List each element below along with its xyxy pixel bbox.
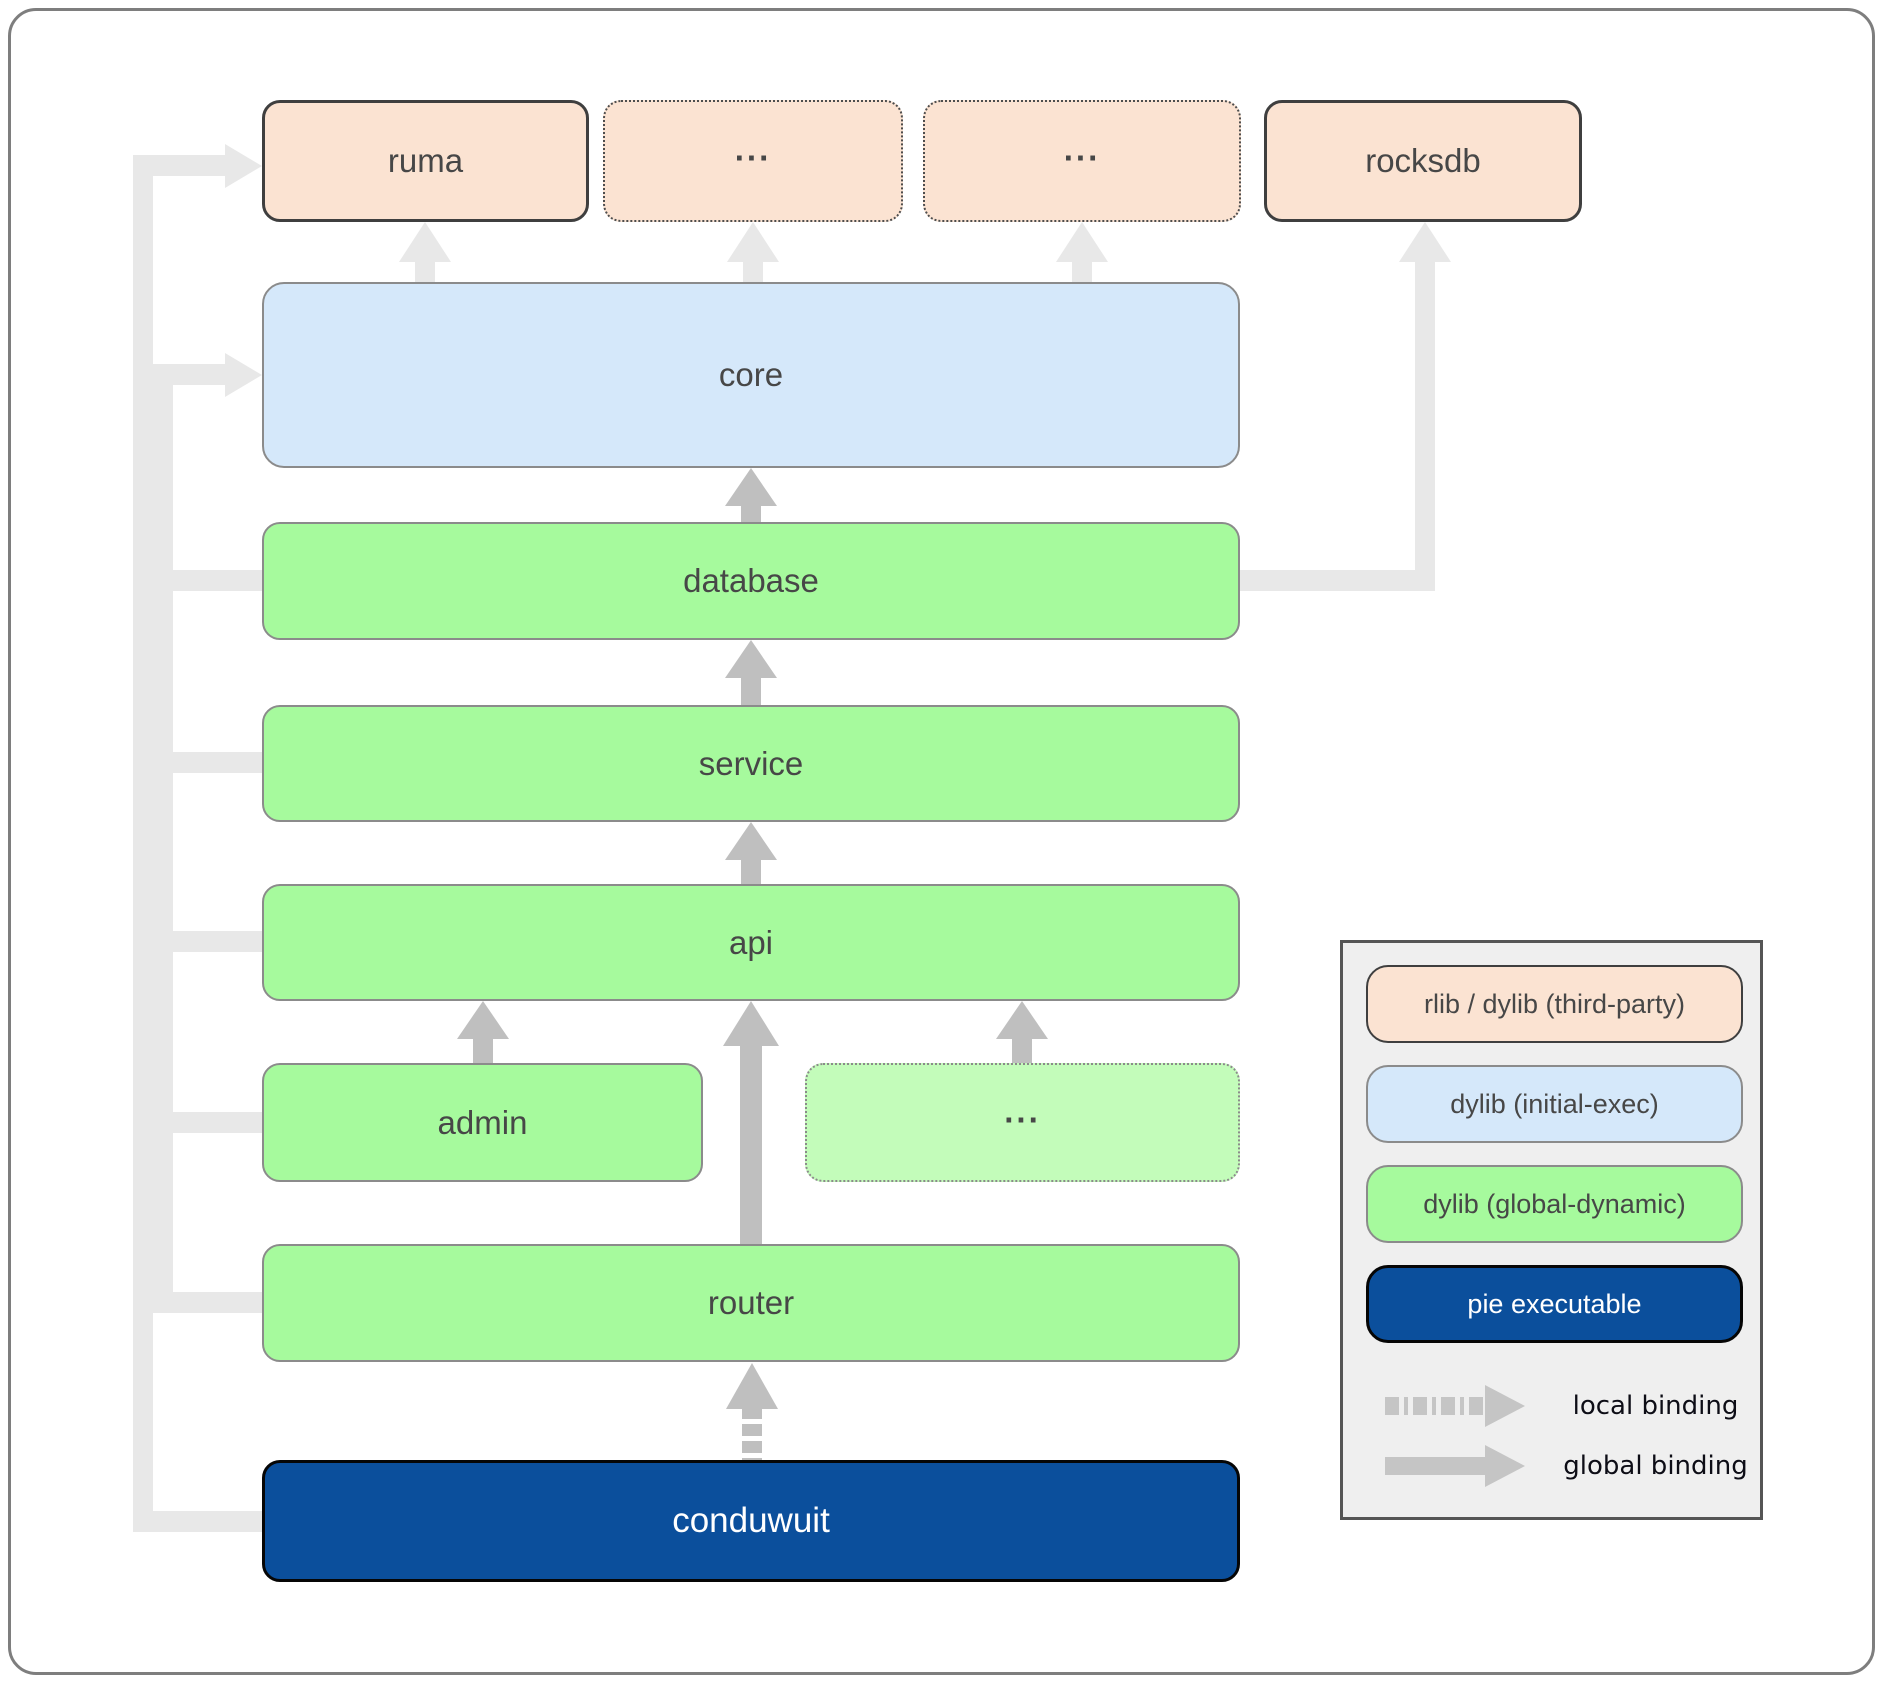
node-top-dots-2-label: ...	[1063, 130, 1101, 168]
node-ruma: ruma	[262, 100, 589, 222]
node-top-dots-2: ...	[923, 100, 1241, 222]
node-router-label: router	[707, 1284, 795, 1321]
stub-from-conduwuit	[133, 1511, 262, 1532]
stub-to-api	[153, 931, 262, 952]
arrow-database-rocksdb-horizontal	[1240, 570, 1435, 591]
legend-item-global-dynamic-label: dylib (global-dynamic)	[1423, 1188, 1686, 1219]
legend-item-pie-executable-label: pie executable	[1467, 1288, 1642, 1319]
legend-local-binding-arrow-head	[1485, 1385, 1525, 1427]
legend: rlib / dylib (third-party) dylib (initia…	[1340, 940, 1763, 1520]
legend-item-third-party-label: rlib / dylib (third-party)	[1423, 988, 1686, 1019]
arrow-router-api-shaft	[740, 1044, 762, 1244]
arrow-core-ruma-shaft	[415, 262, 435, 283]
diagram-frame	[8, 8, 1875, 1675]
node-rocksdb-label: rocksdb	[1365, 142, 1481, 179]
arrow-api-service-shaft	[741, 858, 761, 884]
legend-item-pie-executable: pie executable	[1366, 1265, 1743, 1343]
node-ruma-label: ruma	[387, 142, 464, 179]
node-core-label: core	[718, 356, 784, 393]
arrow-router-api-head	[723, 1001, 779, 1046]
arrow-core-dots2-head	[1056, 222, 1108, 262]
arrow-conduwuit-router-head	[726, 1363, 778, 1409]
node-mid-dots-label: ...	[1004, 1092, 1041, 1130]
arrow-database-core-shaft	[741, 504, 761, 522]
arrow-dots-api-head	[996, 1001, 1048, 1039]
legend-global-binding-arrow-head	[1485, 1445, 1525, 1487]
arrow-core-dots2-shaft	[1072, 262, 1092, 283]
arrow-to-ruma-head	[225, 144, 262, 188]
node-conduwuit: conduwuit	[262, 1460, 1240, 1582]
arrow-core-dots1-head	[727, 222, 779, 262]
node-database: database	[262, 522, 1240, 640]
node-service-label: service	[698, 744, 804, 782]
stub-to-admin	[153, 1112, 262, 1133]
arrow-to-ruma-segment	[133, 155, 225, 176]
left-inner-trunk-line	[153, 364, 173, 1313]
arrow-service-database-head	[725, 640, 777, 678]
legend-item-initial-exec: dylib (initial-exec)	[1366, 1065, 1743, 1143]
arrow-api-service-head	[725, 822, 777, 860]
arrow-conduwuit-router-shaft	[742, 1407, 762, 1460]
arrow-admin-api-head	[457, 1001, 509, 1039]
stub-to-database	[153, 570, 262, 591]
legend-global-binding-label: global binding	[1563, 1451, 1748, 1481]
arrow-to-core-head	[225, 353, 262, 397]
node-router: router	[262, 1244, 1240, 1362]
node-admin: admin	[262, 1063, 703, 1182]
node-core: core	[262, 282, 1240, 468]
arrow-admin-api-shaft	[473, 1037, 493, 1063]
node-service: service	[262, 705, 1240, 822]
left-outer-trunk-line	[133, 155, 153, 1532]
stub-to-service	[153, 752, 262, 773]
legend-local-binding-label: local binding	[1572, 1391, 1739, 1421]
arrow-core-dots1-shaft	[743, 262, 763, 283]
node-rocksdb: rocksdb	[1264, 100, 1582, 222]
arrow-dots-api-shaft	[1012, 1037, 1032, 1063]
arrow-database-rocksdb-vertical	[1415, 262, 1435, 591]
node-top-dots-1: ...	[603, 100, 903, 222]
node-top-dots-1-label: ...	[734, 130, 772, 168]
node-admin-label: admin	[437, 1103, 528, 1141]
legend-local-binding-arrow-shaft	[1385, 1397, 1485, 1415]
arrow-core-ruma-head	[399, 222, 451, 262]
node-api-label: api	[728, 923, 774, 961]
arrow-database-core-head	[725, 468, 777, 506]
legend-global-binding-arrow-shaft	[1385, 1457, 1485, 1475]
node-conduwuit-label: conduwuit	[672, 1501, 830, 1540]
node-api: api	[262, 884, 1240, 1001]
node-mid-dots: ...	[805, 1063, 1240, 1182]
legend-item-initial-exec-label: dylib (initial-exec)	[1450, 1088, 1659, 1119]
stub-to-router	[153, 1292, 262, 1313]
arrow-service-database-shaft	[741, 676, 761, 705]
legend-item-third-party: rlib / dylib (third-party)	[1366, 965, 1743, 1043]
arrow-database-rocksdb-head	[1399, 222, 1451, 262]
legend-item-global-dynamic: dylib (global-dynamic)	[1366, 1165, 1743, 1243]
node-database-label: database	[683, 562, 819, 599]
